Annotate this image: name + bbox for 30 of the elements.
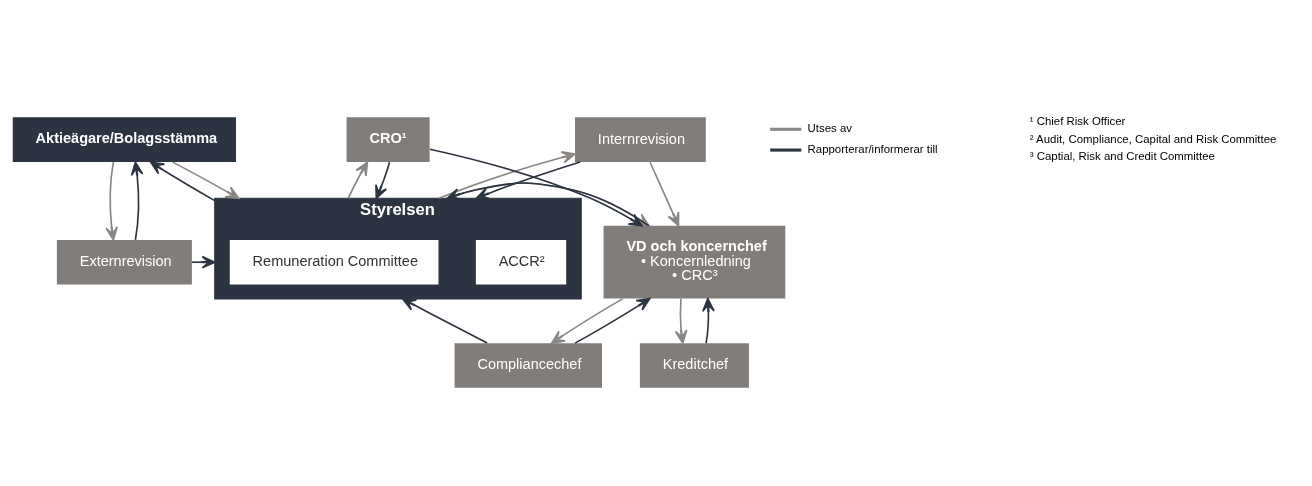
node-box: Compliancechef xyxy=(454,343,602,388)
node-box: Aktieägare/Bolagsstämma xyxy=(12,117,236,162)
arrow xyxy=(438,151,576,200)
node-box: Remuneration Committee xyxy=(229,239,439,285)
node-box: ACCR² xyxy=(475,239,567,285)
arrow xyxy=(347,161,369,200)
arrow xyxy=(105,161,119,241)
label: ³ Captial, Risk and Credit Committee xyxy=(1029,150,1215,163)
label: ² Audit, Compliance, Capital and Risk Committee xyxy=(1029,132,1277,145)
legend-label: Rapporterar/informerar till xyxy=(807,142,938,155)
label: ¹ Chief Risk Officer xyxy=(1029,114,1126,127)
node-box: Externrevision xyxy=(56,239,192,285)
arrow xyxy=(550,297,624,344)
arrow xyxy=(475,161,581,200)
arrow xyxy=(402,298,488,344)
arrow xyxy=(674,297,688,344)
arrow xyxy=(171,161,240,200)
arrow xyxy=(191,255,216,269)
arrow xyxy=(375,161,391,200)
arrow xyxy=(130,161,144,241)
node-box: Internrevision xyxy=(575,117,706,162)
arrow xyxy=(702,297,715,344)
node-box: Kreditchef xyxy=(639,343,749,388)
node-box: VD och koncernchef • Koncernledning • CRC³ xyxy=(603,225,786,299)
arrow xyxy=(150,161,216,202)
legend-label: Utses av xyxy=(807,122,852,135)
node-box: CRO¹ xyxy=(346,117,430,162)
arrow xyxy=(429,148,643,227)
arrow xyxy=(574,297,651,344)
arrow xyxy=(649,161,680,227)
